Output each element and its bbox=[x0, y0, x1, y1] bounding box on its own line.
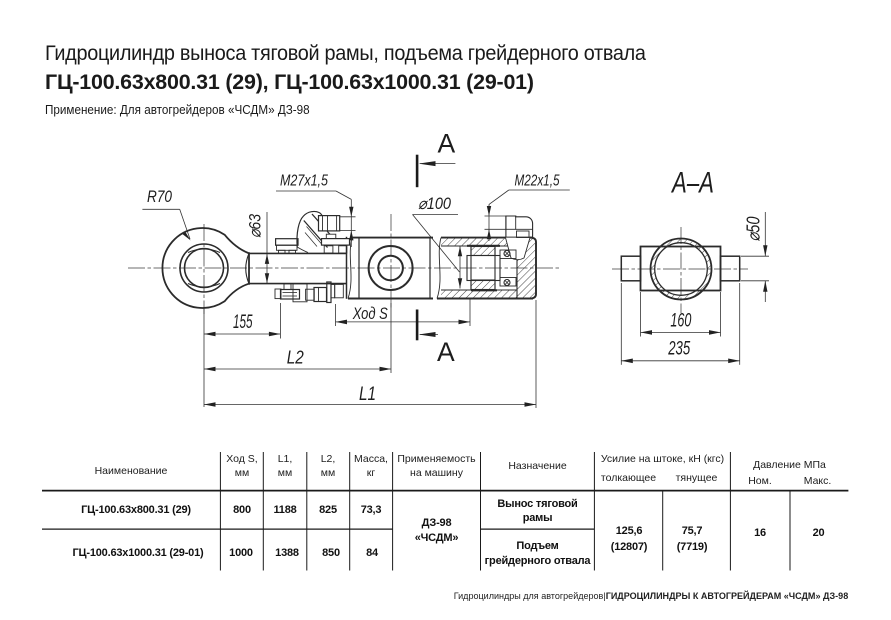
svg-text:L2: L2 bbox=[287, 348, 304, 368]
svg-text:⌀63: ⌀63 bbox=[245, 214, 264, 238]
svg-text:⌀100: ⌀100 bbox=[418, 195, 452, 213]
svg-text:Ход S: Ход S bbox=[352, 304, 388, 323]
svg-text:⌀50: ⌀50 bbox=[744, 217, 764, 242]
svg-text:А–А: А–А bbox=[671, 167, 714, 200]
svg-text:R70: R70 bbox=[147, 187, 172, 206]
svg-text:155: 155 bbox=[233, 312, 253, 333]
svg-text:M27x1,5: M27x1,5 bbox=[280, 173, 328, 190]
svg-text:А: А bbox=[438, 129, 456, 159]
svg-text:160: 160 bbox=[670, 310, 691, 332]
svg-text:235: 235 bbox=[668, 337, 691, 359]
svg-text:M22x1,5: M22x1,5 bbox=[515, 172, 560, 189]
svg-text:L1: L1 bbox=[359, 384, 376, 405]
svg-text:А: А bbox=[437, 337, 455, 367]
